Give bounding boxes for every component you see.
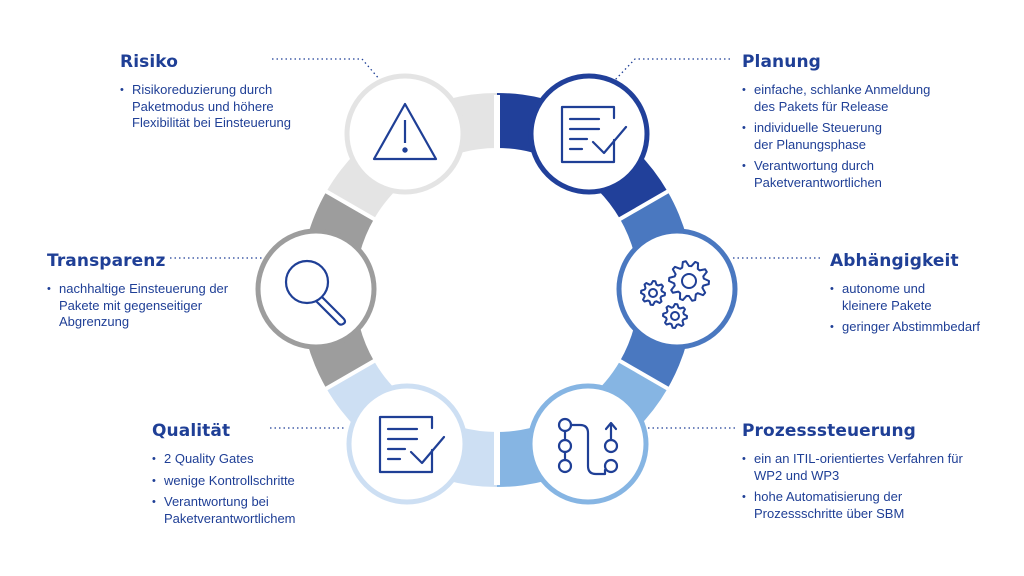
section-title-planning: Planung <box>742 52 821 72</box>
leader-line-planning <box>614 58 730 81</box>
bullet-list-planning: einfache, schlanke Anmeldung des Pakets … <box>742 82 972 191</box>
bullet-list-process: ein an ITIL-orientiertes Verfahren für W… <box>742 451 972 522</box>
bullet-item: 2 Quality Gates <box>152 451 332 468</box>
bullet-item: Verantwortung bei Paketverantwortlichem <box>152 494 324 527</box>
segment-gap <box>321 187 379 223</box>
section-title-process: Prozesssteuerung <box>742 421 916 441</box>
ring-divider <box>494 95 500 485</box>
bullet-item: ein an ITIL-orientiertes Verfahren für W… <box>742 451 979 484</box>
icon-circle-quality <box>346 383 468 505</box>
segment-gap <box>321 357 379 393</box>
gears-icon <box>640 260 710 329</box>
bullet-item: geringer Abstimmbedarf <box>830 319 1010 336</box>
section-title-risk: Risiko <box>120 52 178 72</box>
icon-circle-dependency <box>616 228 738 350</box>
leader-line-risk <box>272 58 381 81</box>
bullet-item: individuelle Steuerung der Planungsphase <box>742 120 904 153</box>
icon-circle-process <box>527 383 649 505</box>
section-process: Prozesssteuerung ein an ITIL-orientierte… <box>742 421 972 527</box>
bullet-list-risk: Risikoreduzierung durch Paketmodus und h… <box>120 82 295 132</box>
leader-lines <box>170 58 822 429</box>
checklist-icon <box>378 415 446 474</box>
warning-triangle-icon <box>372 102 438 161</box>
section-risk: Risiko Risikoreduzierung durch Paketmodu… <box>120 52 295 137</box>
bullet-item: Verantwortung durch Paketverantwortliche… <box>742 158 904 191</box>
segment-gap <box>615 357 673 393</box>
section-planning: Planung einfache, schlanke Anmeldung des… <box>742 52 972 196</box>
bullet-item: einfache, schlanke Anmeldung des Pakets … <box>742 82 954 115</box>
bullet-list-transparency: nachhaltige Einsteuerung der Pakete mit … <box>47 281 247 331</box>
section-title-transparency: Transparenz <box>47 251 166 271</box>
bullet-item: hohe Automatisierung der Prozessschritte… <box>742 489 944 522</box>
icon-circle-transparency <box>255 228 377 350</box>
segment-gap <box>615 187 673 223</box>
bullet-list-quality: 2 Quality Gates wenige Kontrollschritte … <box>152 451 332 527</box>
section-dependency: Abhängigkeit autonome und kleinere Paket… <box>830 251 1010 341</box>
section-transparency: Transparenz nachhaltige Einsteuerung der… <box>47 251 247 336</box>
section-quality: Qualität 2 Quality Gates wenige Kontroll… <box>152 421 332 532</box>
icon-circle-planning <box>528 73 650 195</box>
magnifier-icon <box>284 259 347 326</box>
bullet-item: nachhaltige Einsteuerung der Pakete mit … <box>47 281 229 331</box>
section-title-quality: Qualität <box>152 421 231 441</box>
section-title-dependency: Abhängigkeit <box>830 251 959 271</box>
bullet-list-dependency: autonome und kleinere Pakete geringer Ab… <box>830 281 1010 336</box>
bullet-item: autonome und kleinere Pakete <box>830 281 962 314</box>
bullet-item: wenige Kontrollschritte <box>152 473 332 490</box>
process-flow-icon <box>557 417 619 476</box>
icon-circle-risk <box>344 73 466 195</box>
bullet-item: Risikoreduzierung durch Paketmodus und h… <box>120 82 295 132</box>
checklist-icon <box>560 105 628 164</box>
